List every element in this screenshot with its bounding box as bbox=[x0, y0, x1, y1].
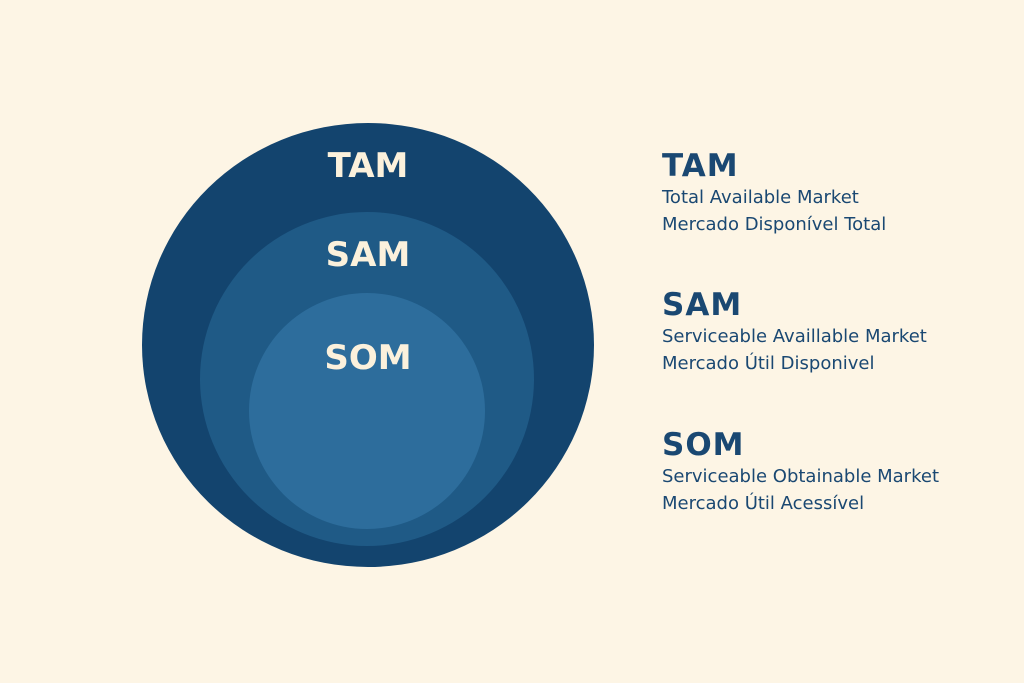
legend-line-portuguese: Mercado Útil Acessível bbox=[662, 493, 865, 514]
som-circle-label: SOM bbox=[324, 338, 412, 378]
legend-title: SOM bbox=[662, 427, 745, 463]
legend-line-english: Serviceable Availlable Market bbox=[662, 326, 927, 347]
som-circle bbox=[249, 293, 485, 529]
legend-line-portuguese: Mercado Disponível Total bbox=[662, 214, 887, 235]
sam-circle-label: SAM bbox=[325, 235, 411, 275]
tam-circle-label: TAM bbox=[327, 146, 409, 186]
legend-line-english: Total Available Market bbox=[662, 187, 859, 208]
legend-title: TAM bbox=[662, 148, 739, 184]
legend-tam: TAM Total Available Market Mercado Dispo… bbox=[662, 148, 886, 238]
legend-line-portuguese: Mercado Útil Disponivel bbox=[662, 353, 875, 374]
legend-line-english: Serviceable Obtainable Market bbox=[662, 466, 939, 487]
legend-sam: SAM Serviceable Availlable Market Mercad… bbox=[662, 287, 927, 377]
legend-title: SAM bbox=[662, 287, 743, 323]
legend-som: SOM Serviceable Obtainable Market Mercad… bbox=[662, 427, 939, 517]
